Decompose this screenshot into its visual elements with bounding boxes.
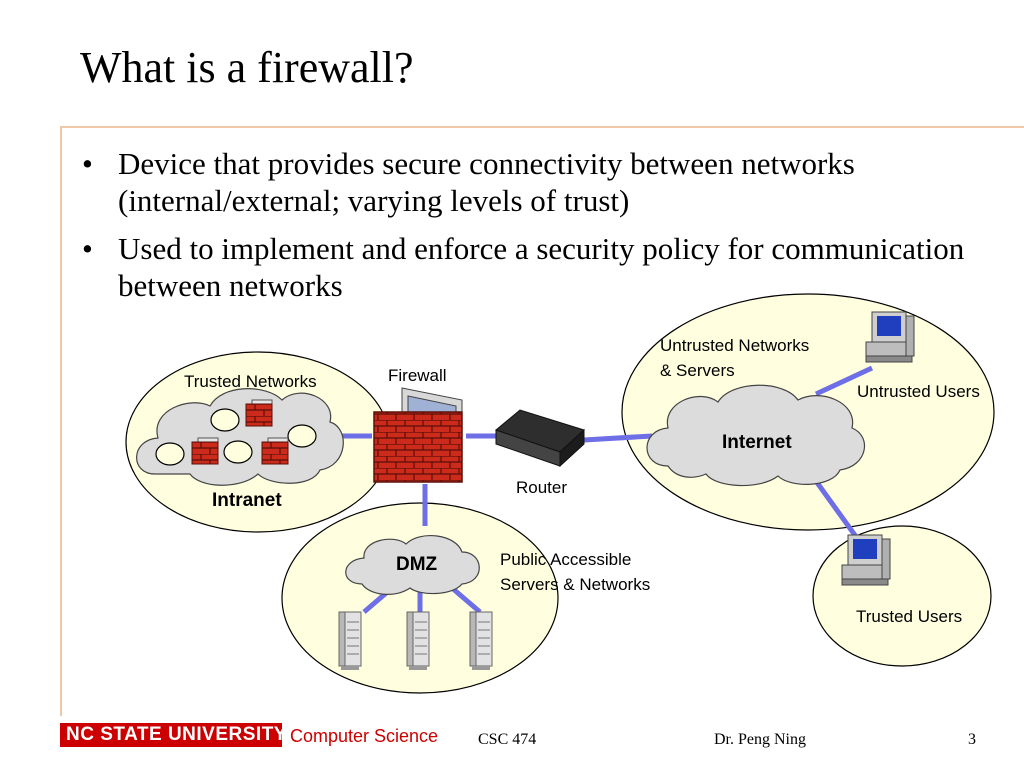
- dmz-cloud: [345, 535, 480, 595]
- firewall-label: Firewall: [388, 366, 447, 385]
- host-node: [223, 440, 253, 464]
- untrusted-servers-label: & Servers: [660, 361, 735, 380]
- internet-label: Internet: [722, 432, 792, 453]
- untrusted-users-label: Untrusted Users: [857, 382, 980, 401]
- department-name: Computer Science: [290, 726, 439, 746]
- public-networks-label: Servers & Networks: [500, 575, 650, 594]
- bullet-marker: •: [82, 146, 93, 181]
- trusted-users-zone: [812, 525, 992, 667]
- host-node: [155, 442, 185, 466]
- untrusted-user-workstation-icon: [865, 311, 915, 363]
- internet-cloud: [646, 384, 866, 487]
- public-servers-label: Public Accessible: [500, 550, 631, 569]
- internal-firewall-icon: [261, 437, 289, 465]
- link-internet-untrusted-users: [814, 365, 874, 397]
- side-divider: [60, 126, 62, 716]
- bullet-text: Used to implement and enforce a security…: [118, 231, 965, 303]
- bullet-item: • Device that provides secure connectivit…: [78, 145, 978, 219]
- host-node: [287, 424, 317, 448]
- trusted-networks-label: Trusted Networks: [184, 372, 317, 391]
- trusted-users-label: Trusted Users: [856, 607, 962, 626]
- header-divider: [60, 126, 1024, 128]
- page-number: 3: [968, 731, 976, 748]
- intranet-cloud: [136, 388, 344, 486]
- bullet-text: Device that provides secure connectivity…: [118, 146, 855, 218]
- bullet-marker: •: [82, 231, 93, 266]
- firewall-icon: [373, 387, 463, 483]
- intranet-hosts: [155, 408, 317, 466]
- internal-firewall-icon: [191, 437, 219, 465]
- server-icon: [469, 611, 493, 671]
- author-name: Dr. Peng Ning: [714, 731, 806, 748]
- host-node: [210, 408, 240, 432]
- bullet-list: • Device that provides secure connectivit…: [78, 145, 978, 315]
- server-icon: [406, 611, 430, 671]
- course-code: CSC 474: [478, 731, 537, 748]
- university-logo: NC STATE UNIVERSITY: [60, 723, 286, 747]
- trusted-user-workstation-icon: [841, 534, 891, 586]
- bullet-item: • Used to implement and enforce a securit…: [78, 230, 978, 304]
- internal-firewall-icon: [245, 399, 273, 427]
- link-router-internet: [583, 433, 653, 443]
- untrusted-networks-label: Untrusted Networks: [660, 336, 809, 355]
- link-dmz-server-3: [450, 586, 482, 614]
- slide-title: What is a firewall?: [80, 43, 414, 92]
- dmz-label: DMZ: [396, 554, 438, 575]
- router-icon: [494, 409, 585, 468]
- intranet-label: Intranet: [212, 490, 282, 511]
- router-label: Router: [516, 478, 567, 497]
- server-icon: [338, 611, 362, 671]
